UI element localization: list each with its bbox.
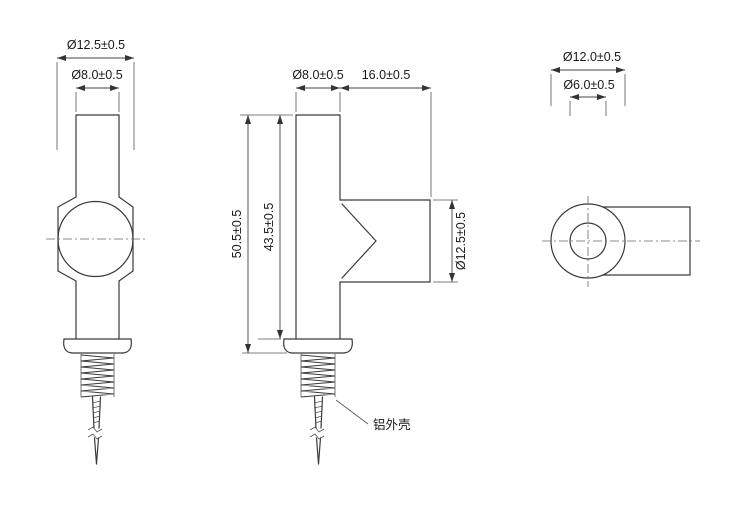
dimension-label: Ø12.5±0.5 (67, 38, 125, 52)
front-view-dimensions: Ø8.0±0.5 16.0±0.5 50.5±0.5 43.5±0.5 Ø12.… (230, 68, 468, 354)
right-view: Ø12.0±0.5 Ø6.0±0.5 (542, 50, 700, 287)
needle-tip (87, 396, 103, 465)
branch-joint-notch (341, 203, 377, 279)
thread-coil (80, 354, 115, 398)
left-view-dimensions: Ø12.5±0.5 Ø8.0±0.5 (56, 38, 135, 150)
dimension-label: Ø8.0±0.5 (71, 68, 122, 82)
needle-tip (309, 396, 325, 465)
right-view-outline (542, 196, 700, 287)
dimension-label: 43.5±0.5 (262, 203, 276, 252)
right-view-dimensions: Ø12.0±0.5 Ø6.0±0.5 (550, 50, 626, 116)
dimension-label: Ø12.0±0.5 (563, 50, 621, 64)
dimension-label: 16.0±0.5 (362, 68, 411, 82)
dimension-label: 50.5±0.5 (230, 210, 244, 259)
left-view: Ø12.5±0.5 Ø8.0±0.5 (46, 38, 145, 465)
dimension-label: Ø12.5±0.5 (454, 212, 468, 270)
dimension-label: Ø6.0±0.5 (563, 78, 614, 92)
left-view-outline (46, 114, 145, 465)
front-view-outline (283, 114, 431, 465)
material-callout: 铝外壳 (335, 399, 411, 432)
front-view: Ø8.0±0.5 16.0±0.5 50.5±0.5 43.5±0.5 Ø12.… (230, 68, 468, 465)
material-callout-label: 铝外壳 (373, 417, 411, 432)
thread-coil (300, 354, 336, 398)
dimension-label: Ø8.0±0.5 (292, 68, 343, 82)
